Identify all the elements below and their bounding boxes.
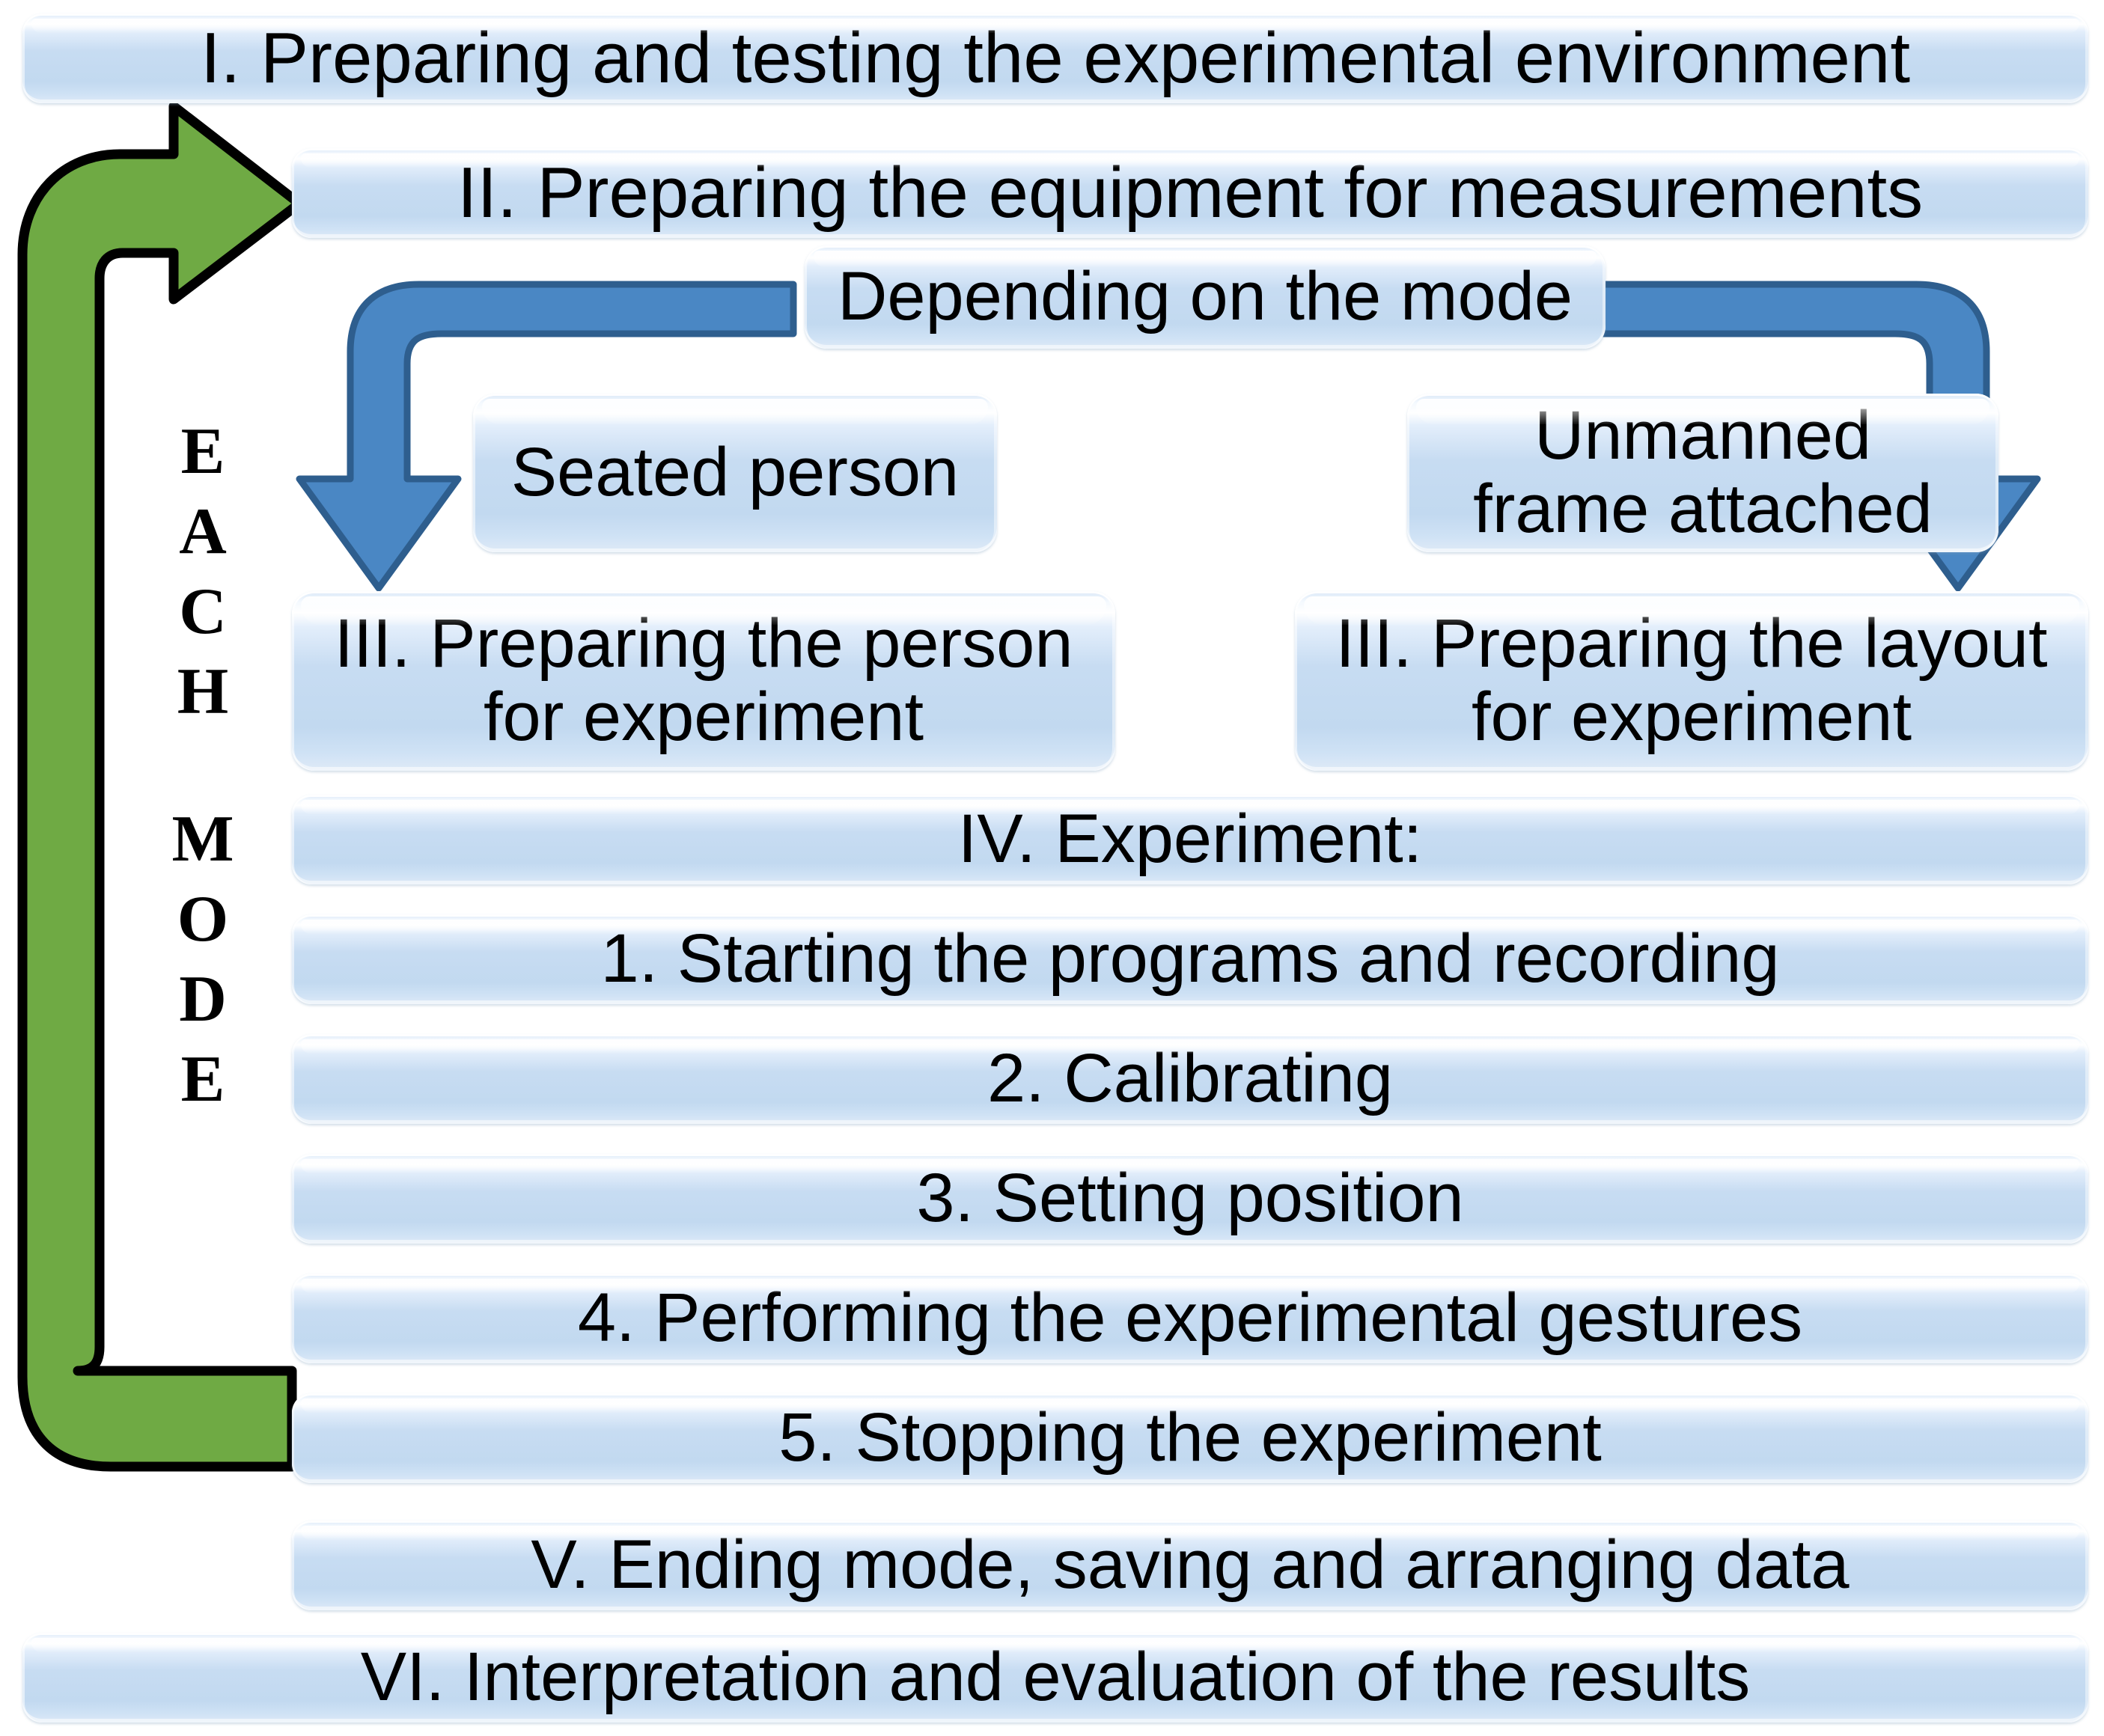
step-box-i[interactable]: I. Preparing and testing the experimenta… [22, 13, 2088, 103]
loop-label-char-5: M [171, 803, 234, 875]
step-box-iv-4-label: 4. Performing the experimental gestures [577, 1280, 1803, 1357]
step-box-iv-1-label: 1. Starting the programs and recording [600, 920, 1780, 997]
decision-box-mode-label: Depending on the mode [837, 258, 1573, 335]
step-box-iv-4[interactable]: 4. Performing the experimental gestures [292, 1274, 2088, 1363]
step-box-iv-2[interactable]: 2. Calibrating [292, 1034, 2088, 1124]
step-box-iii-person[interactable]: III. Preparing the person for experiment [292, 591, 1115, 771]
step-box-iv-5[interactable]: 5. Stopping the experiment [292, 1393, 2088, 1483]
step-box-iv-2-label: 2. Calibrating [987, 1040, 1394, 1117]
loop-label-char-3: H [177, 655, 229, 728]
decision-box-mode[interactable]: Depending on the mode [805, 245, 1606, 349]
step-box-iv-1[interactable]: 1. Starting the programs and recording [292, 914, 2088, 1004]
step-box-v-label: V. Ending mode, saving and arranging dat… [531, 1526, 1850, 1604]
branch-label-unmanned-frame[interactable]: Unmanned frame attached [1407, 394, 1998, 552]
step-box-i-label: I. Preparing and testing the experimenta… [201, 18, 1910, 99]
step-box-vi-label: VI. Interpretation and evaluation of the… [360, 1639, 1751, 1716]
loop-label-char-6: O [177, 883, 229, 956]
loop-label-char-0: E [180, 415, 225, 488]
step-box-iv-header[interactable]: IV. Experiment: [292, 795, 2088, 884]
branch-label-seated-person-text: Seated person [510, 434, 960, 511]
loop-label-each-mode: E A C H M O D E [147, 419, 259, 1227]
step-box-iii-layout-label: III. Preparing the layout for experiment [1335, 605, 2048, 755]
branch-label-unmanned-frame-text: Unmanned frame attached [1473, 397, 1933, 547]
loop-label-char-7: D [179, 963, 227, 1036]
step-box-v[interactable]: V. Ending mode, saving and arranging dat… [292, 1520, 2088, 1610]
loop-label-char-2: C [179, 575, 227, 648]
step-box-iv-5-label: 5. Stopping the experiment [778, 1399, 1602, 1476]
step-box-iii-layout[interactable]: III. Preparing the layout for experiment [1295, 591, 2088, 771]
step-box-ii[interactable]: II. Preparing the equipment for measurem… [292, 148, 2088, 238]
loop-label-char-8: E [180, 1043, 225, 1116]
step-box-iv-3[interactable]: 3. Setting position [292, 1154, 2088, 1244]
branch-label-seated-person[interactable]: Seated person [473, 394, 997, 552]
step-box-iv-3-label: 3. Setting position [916, 1160, 1464, 1237]
step-box-iv-header-label: IV. Experiment: [957, 801, 1423, 878]
step-box-iii-person-label: III. Preparing the person for experiment [334, 605, 1073, 755]
step-box-vi[interactable]: VI. Interpretation and evaluation of the… [22, 1633, 2088, 1723]
step-box-ii-label: II. Preparing the equipment for measurem… [457, 153, 1924, 233]
loop-label-char-1: A [179, 495, 227, 568]
